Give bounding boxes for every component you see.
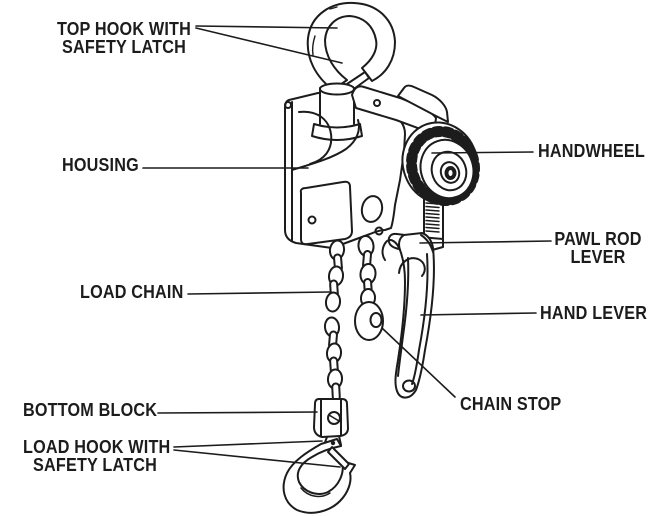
- label-top-hook-line2: SAFETY LATCH: [62, 37, 186, 57]
- label-housing: HOUSING: [62, 156, 143, 174]
- label-top-hook: TOP HOOK WITH SAFETY LATCH: [48, 20, 201, 56]
- label-chain-stop-line1: CHAIN STOP: [460, 394, 562, 414]
- label-load-hook-line2: SAFETY LATCH: [33, 455, 157, 475]
- leader-top-hook-1: [195, 25, 338, 29]
- label-hand-lever: HAND LEVER: [540, 303, 648, 323]
- leader-bottom-block: [157, 411, 318, 414]
- leader-top-hook-2: [195, 27, 343, 64]
- leader-handwheel: [431, 151, 534, 154]
- label-load-hook: LOAD HOOK WITH SAFETY LATCH: [23, 437, 171, 475]
- hand-lever-drawing: [381, 232, 435, 399]
- chain-stop-drawing: [354, 301, 384, 341]
- label-handwheel-line1: HANDWHEEL: [538, 141, 645, 161]
- handwheel-knurl: [406, 125, 480, 207]
- load-safety-latch: [327, 446, 350, 470]
- top-hook-drawing: [306, 1, 396, 92]
- label-pawl-rod-lever: PAWL ROD LEVER: [549, 230, 648, 266]
- label-pawl-rod-lever-line2: LEVER: [570, 247, 626, 267]
- leader-load-hook-2: [173, 449, 341, 468]
- label-chain-stop: CHAIN STOP: [460, 394, 562, 414]
- label-housing-line1: HOUSING: [62, 155, 139, 175]
- housing-drawing: [284, 82, 449, 249]
- leader-load-chain: [187, 291, 331, 295]
- handwheel-hub: [444, 166, 457, 180]
- label-pawl-rod-lever-line1: PAWL ROD: [554, 229, 642, 249]
- leader-pawl-rod-lever: [419, 240, 552, 244]
- leader-lines: [142, 25, 552, 468]
- label-bottom-block-line1: BOTTOM BLOCK: [23, 400, 158, 420]
- label-load-hook-line1: LOAD HOOK WITH: [23, 437, 171, 457]
- label-top-hook-line1: TOP HOOK WITH: [56, 19, 192, 39]
- load-hook-drawing: [282, 438, 356, 514]
- handwheel-drawing: [401, 121, 480, 207]
- label-hand-lever-line1: HAND LEVER: [540, 303, 648, 323]
- bottom-block-drawing: [313, 398, 349, 446]
- label-bottom-block: BOTTOM BLOCK: [23, 400, 158, 420]
- leader-load-hook-1: [173, 440, 323, 448]
- leader-hand-lever: [420, 312, 537, 316]
- label-load-chain-line1: LOAD CHAIN: [80, 282, 184, 302]
- leader-chain-stop: [381, 327, 456, 398]
- label-load-chain: LOAD CHAIN: [80, 282, 184, 302]
- label-handwheel: HANDWHEEL: [538, 141, 645, 161]
